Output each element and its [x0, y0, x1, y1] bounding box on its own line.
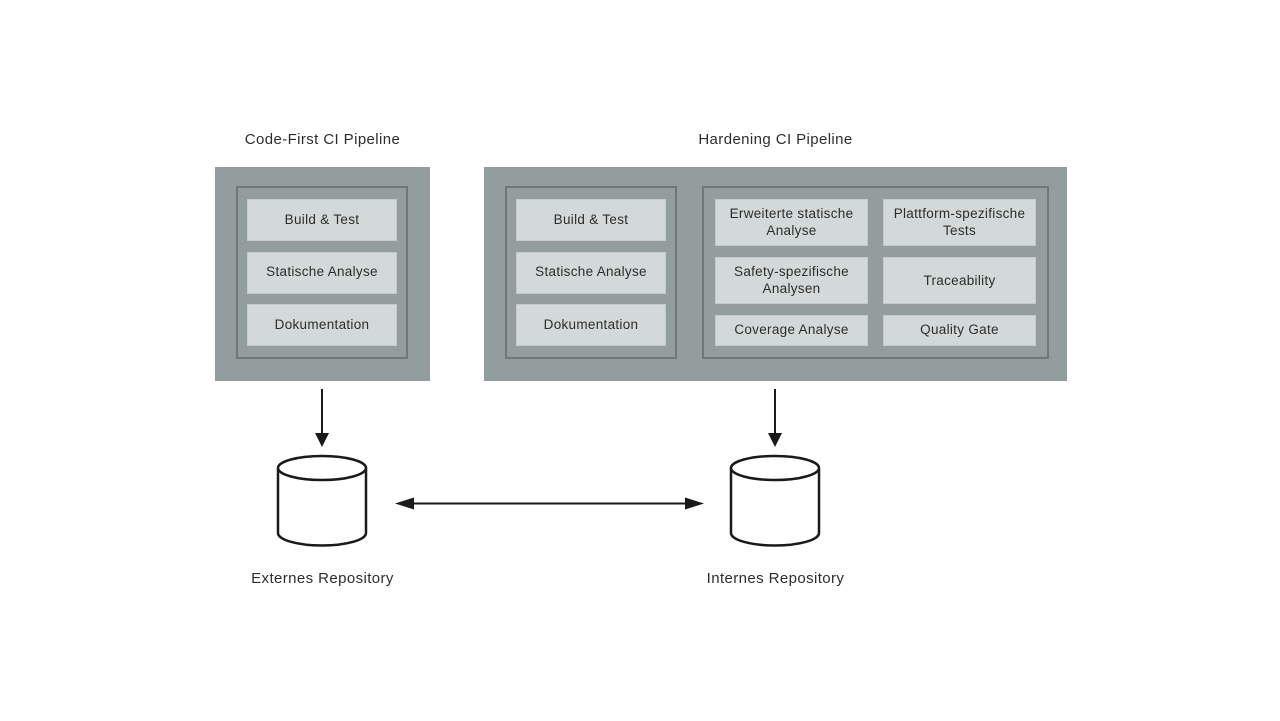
hardening-pipeline-box: Build & Test Statische Analyse Dokumenta… [484, 167, 1067, 381]
stage-statische-analyse: Statische Analyse [516, 251, 666, 294]
database-cylinder-icon [276, 454, 368, 547]
hardening-extra-stage-group: Erweiterte statische Analyse Plattform-s… [702, 186, 1049, 359]
bidirectional-arrow-icon [395, 497, 704, 510]
stage-dokumentation: Dokumentation [247, 304, 397, 346]
stage-plattform-spezifische-tests: Plattform-spezifische Tests [883, 199, 1036, 247]
stage-coverage-analyse: Coverage Analyse [715, 315, 868, 346]
stage-dokumentation: Dokumentation [516, 304, 666, 346]
stage-traceability: Traceability [883, 257, 1036, 305]
down-arrow-icon [315, 389, 329, 447]
code-first-pipeline-box: Build & Test Statische Analyse Dokumenta… [215, 167, 430, 381]
code-first-pipeline-title: Code-First CI Pipeline [244, 131, 401, 148]
stage-build-test: Build & Test [516, 199, 666, 241]
down-arrow-icon [768, 389, 782, 447]
stage-erweiterte-statische-analyse: Erweiterte statische Analyse [715, 199, 868, 247]
stage-quality-gate: Quality Gate [883, 315, 1036, 346]
externes-repository-label: Externes Repository [251, 570, 394, 587]
stage-build-test: Build & Test [247, 199, 397, 241]
database-cylinder-icon [729, 454, 821, 547]
code-first-stage-group: Build & Test Statische Analyse Dokumenta… [236, 186, 408, 359]
stage-safety-spezifische-analysen: Safety-spezifische Analysen [715, 257, 868, 305]
internes-repository-label: Internes Repository [706, 570, 845, 587]
hardening-pipeline-title: Hardening CI Pipeline [698, 131, 853, 148]
stage-statische-analyse: Statische Analyse [247, 251, 397, 294]
hardening-base-stage-group: Build & Test Statische Analyse Dokumenta… [505, 186, 677, 359]
